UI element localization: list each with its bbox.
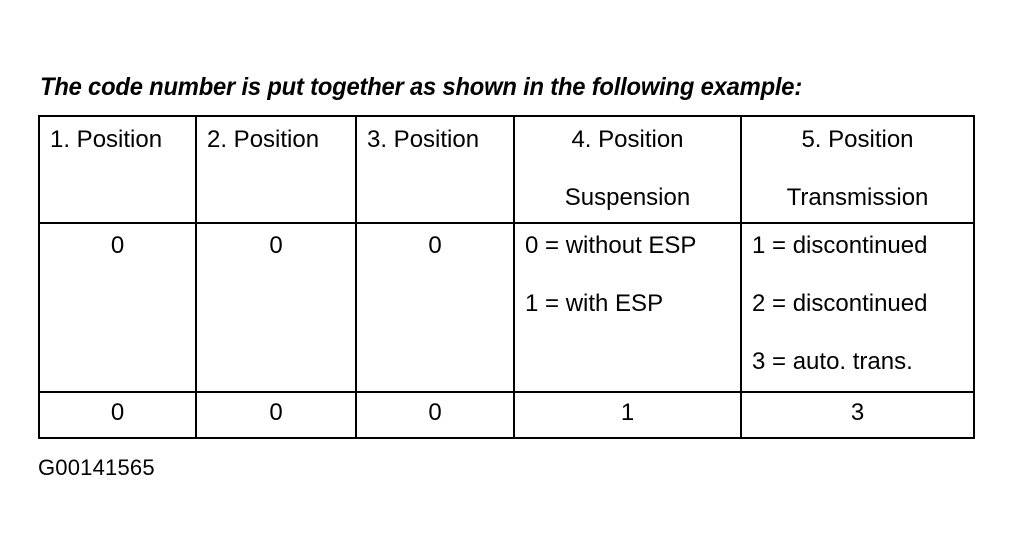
intro-sentence: The code number is put together as shown… bbox=[40, 73, 803, 101]
figure-caption: G00141565 bbox=[38, 455, 155, 480]
header-cell-position-2: 2. Position bbox=[195, 115, 357, 224]
header-label-line2: Suspension bbox=[564, 184, 691, 211]
example-digit: 3 bbox=[850, 399, 865, 426]
header-cell-position-4: 4. Position Suspension bbox=[513, 115, 742, 224]
example-digit: 0 bbox=[269, 399, 283, 426]
description-cell-position-2: 0 bbox=[195, 222, 357, 393]
example-cell-position-2: 0 bbox=[195, 391, 357, 439]
description-line: 3 = auto. trans. bbox=[752, 348, 913, 375]
header-cell-position-1: 1. Position bbox=[38, 115, 197, 224]
header-label-line1: 4. Position bbox=[571, 126, 684, 153]
header-cell-position-5: 5. Position Transmission bbox=[740, 115, 975, 224]
header-cell-position-3: 3. Position bbox=[355, 115, 515, 224]
header-label-line1: 3. Position bbox=[367, 126, 480, 153]
description-line: 0 = without ESP bbox=[525, 232, 697, 259]
description-line: 0 bbox=[428, 232, 442, 259]
example-digit: 1 bbox=[620, 399, 635, 426]
example-cell-position-4: 1 bbox=[513, 391, 742, 439]
description-cell-position-3: 0 bbox=[355, 222, 515, 393]
description-line: 0 bbox=[269, 232, 283, 259]
description-line: 1 = with ESP bbox=[525, 290, 664, 317]
description-line: 1 = discontinued bbox=[752, 232, 928, 259]
example-digit: 0 bbox=[110, 399, 125, 426]
header-label-line1: 1. Position bbox=[50, 126, 163, 153]
header-label-line1: 2. Position bbox=[207, 126, 320, 153]
example-cell-position-3: 0 bbox=[355, 391, 515, 439]
table-description-row: 0 0 0 0 = without ESP 1 = with ESP bbox=[38, 222, 975, 393]
header-label-line2: Transmission bbox=[786, 184, 929, 211]
description-cell-position-5: 1 = discontinued 2 = discontinued 3 = au… bbox=[740, 222, 975, 393]
description-cell-position-1: 0 bbox=[38, 222, 197, 393]
description-cell-position-4: 0 = without ESP 1 = with ESP bbox=[513, 222, 742, 393]
example-cell-position-5: 3 bbox=[740, 391, 975, 439]
description-line: 2 = discontinued bbox=[752, 290, 928, 317]
example-digit: 0 bbox=[428, 399, 442, 426]
table-example-row: 0 0 0 1 3 bbox=[38, 391, 975, 439]
description-line: 0 bbox=[110, 232, 125, 259]
header-label-line1: 5. Position bbox=[801, 126, 914, 153]
table-header-row: 1. Position 2. Position 3. Position 4. P… bbox=[38, 115, 975, 224]
example-cell-position-1: 0 bbox=[38, 391, 197, 439]
code-number-table: 1. Position 2. Position 3. Position 4. P… bbox=[38, 115, 975, 439]
